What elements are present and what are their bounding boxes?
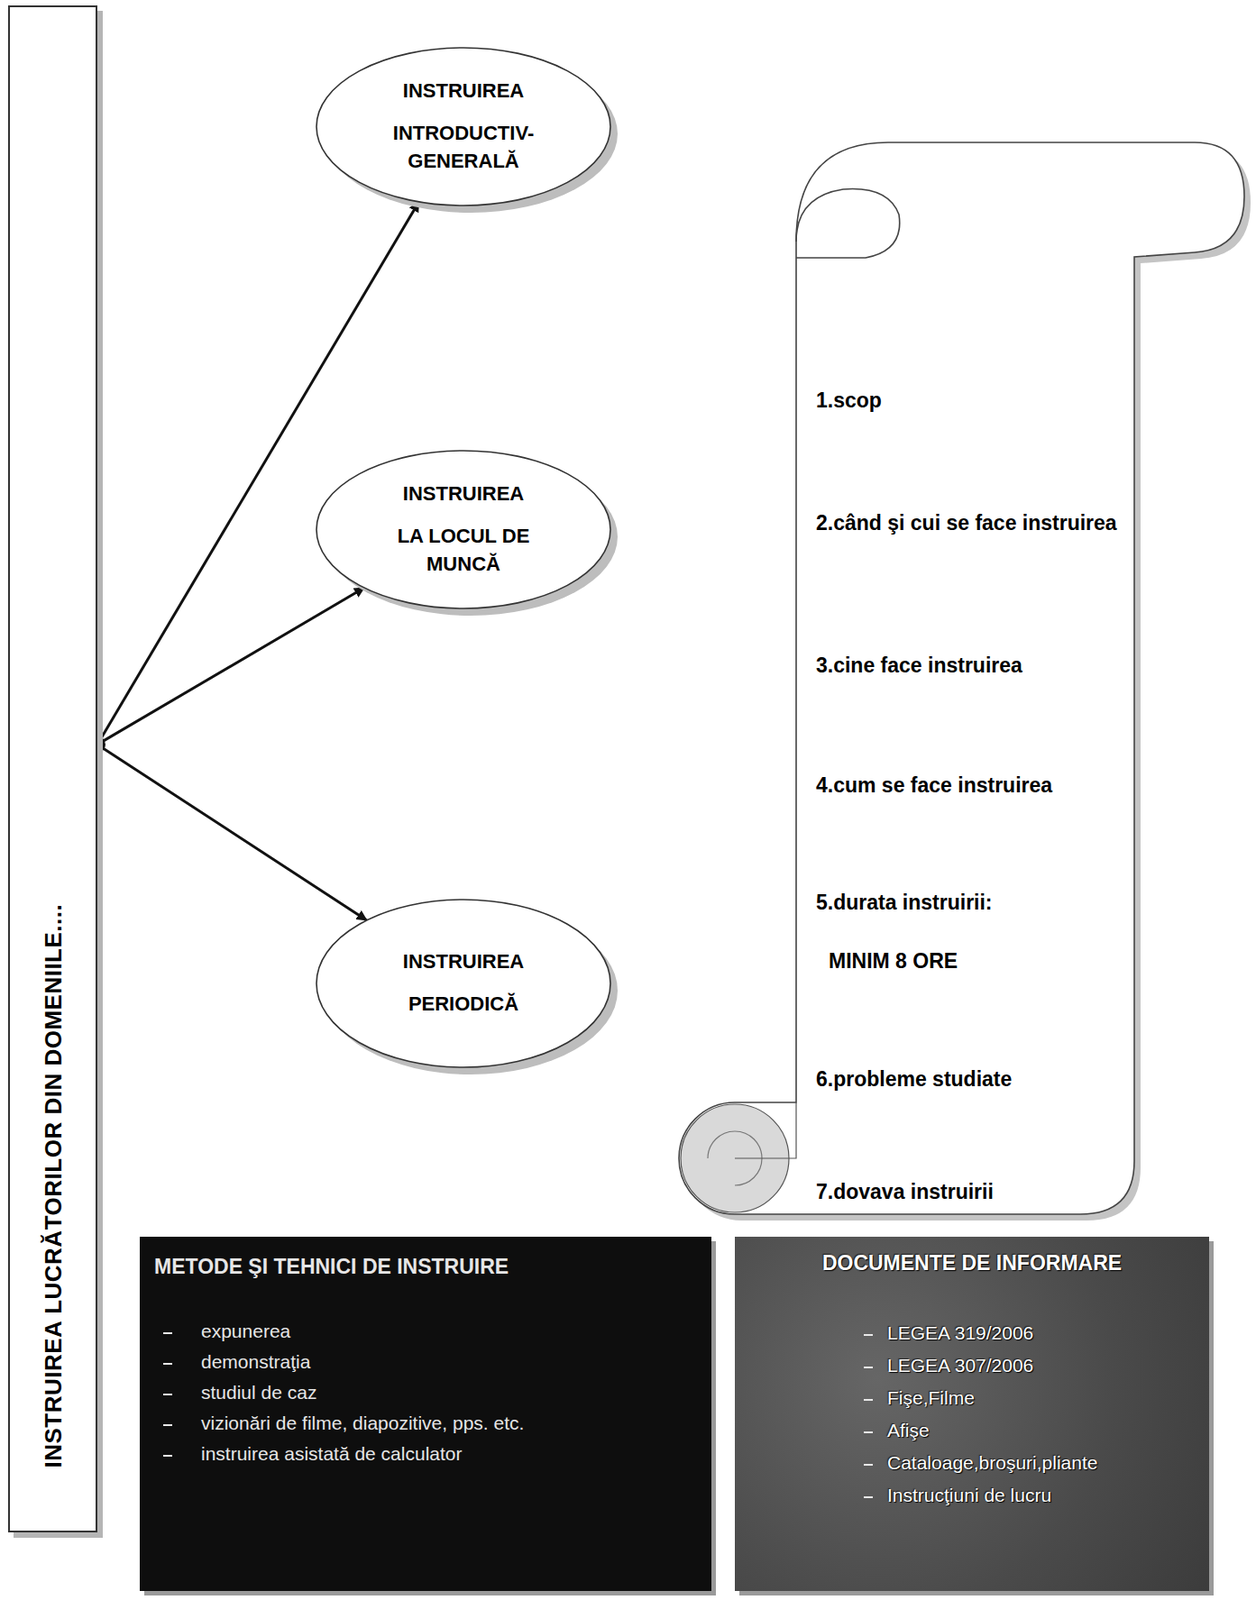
methods-panel: METODE ŞI TEHNICI DE INSTRUIRE expunerea d… <box>139 1237 712 1592</box>
ellipse-shape <box>316 47 611 206</box>
arrow-connector <box>97 587 365 745</box>
arrow-connector <box>97 744 367 921</box>
bullet-dash <box>163 1332 173 1335</box>
panel-item: vizionări de filme, diapozitive, pps. et… <box>201 1412 701 1435</box>
list-item: 6.probleme studiate <box>815 1066 1128 1094</box>
panel-item: Instrucţiuni de lucru <box>887 1485 1199 1507</box>
scroll-outline <box>662 142 1245 1215</box>
ellipse-outline <box>314 898 613 1070</box>
training-ellipse: INSTRUIREA LA LOCUL DE MUNCĂ <box>314 449 613 611</box>
panel-item: Afişe <box>887 1420 1199 1442</box>
list-item: 3.cine face instruirea <box>815 652 1128 680</box>
training-ellipse: INSTRUIREA INTRODUCTIV-GENERALĂ <box>314 45 613 208</box>
scroll-list: 1.scop 2.când şi cui se face instruirea 3.… <box>662 142 1245 1215</box>
bullet-dash <box>863 1464 873 1467</box>
list-item: 5.durata instruirii: <box>815 889 1128 917</box>
panel-item: LEGEA 307/2006 <box>887 1355 1199 1377</box>
ellipse-shape <box>316 450 611 609</box>
panel-item: demonstraţia <box>201 1351 701 1374</box>
scroll-curl-line <box>734 1102 797 1159</box>
band-text-holder: INSTRUIREA LUCRĂTORILOR DIN DOMENIILE...… <box>9 7 96 1532</box>
panel-heading: DOCUMENTE DE INFORMARE <box>743 1251 1201 1276</box>
ellipse-heading: INSTRUIREA <box>368 77 559 106</box>
documents-panel: DOCUMENTE DE INFORMARE LEGEA 319/2006LEGE… <box>734 1237 1210 1592</box>
bullet-dash <box>863 1366 873 1369</box>
panel-item: expunerea <box>201 1320 701 1343</box>
ellipse-label: LA LOCUL DE MUNCĂ <box>368 522 559 579</box>
panel-item: instruirea asistată de calculator <box>201 1443 701 1466</box>
bullet-dash <box>863 1399 873 1402</box>
panel-item: Cataloage,broşuri,pliante <box>887 1452 1199 1475</box>
panel-item: LEGEA 319/2006 <box>887 1322 1199 1345</box>
list-item: MINIM 8 ORE <box>828 948 1128 976</box>
list-item: 7.dovava instruirii <box>815 1179 1128 1207</box>
bullet-dash <box>163 1393 173 1396</box>
title-band: INSTRUIREA LUCRĂTORILOR DIN DOMENIILE...… <box>8 5 98 1533</box>
list-item: 4.cum se face instruirea <box>815 772 1128 800</box>
training-ellipse: INSTRUIREA PERIODICĂ <box>314 898 613 1070</box>
ellipse-shape <box>316 899 611 1068</box>
list-item: 2.când şi cui se face instruirea <box>815 510 1128 538</box>
ellipse-heading: INSTRUIREA <box>368 948 559 977</box>
scroll-body <box>678 142 1245 1215</box>
bullet-dash <box>863 1496 873 1499</box>
list-item: 1.scop <box>815 387 1128 415</box>
panel-item: studiul de caz <box>201 1382 701 1404</box>
panel-heading: METODE ŞI TEHNICI DE INSTRUIRE <box>154 1255 697 1280</box>
bullet-dash <box>163 1455 173 1458</box>
bullet-dash <box>863 1334 873 1337</box>
bullet-dash <box>863 1431 873 1434</box>
bullet-dash <box>163 1363 173 1366</box>
ellipse-label: INTRODUCTIV-GENERALĂ <box>368 119 559 176</box>
ellipse-heading: INSTRUIREA <box>368 480 559 509</box>
ellipse-label: PERIODICĂ <box>368 990 559 1019</box>
bullet-dash <box>163 1424 173 1427</box>
scroll-top-curl <box>796 189 900 258</box>
panel-item: Fişe,Filme <box>887 1387 1199 1410</box>
band-title: INSTRUIREA LUCRĂTORILOR DIN DOMENIILE...… <box>38 903 67 1468</box>
